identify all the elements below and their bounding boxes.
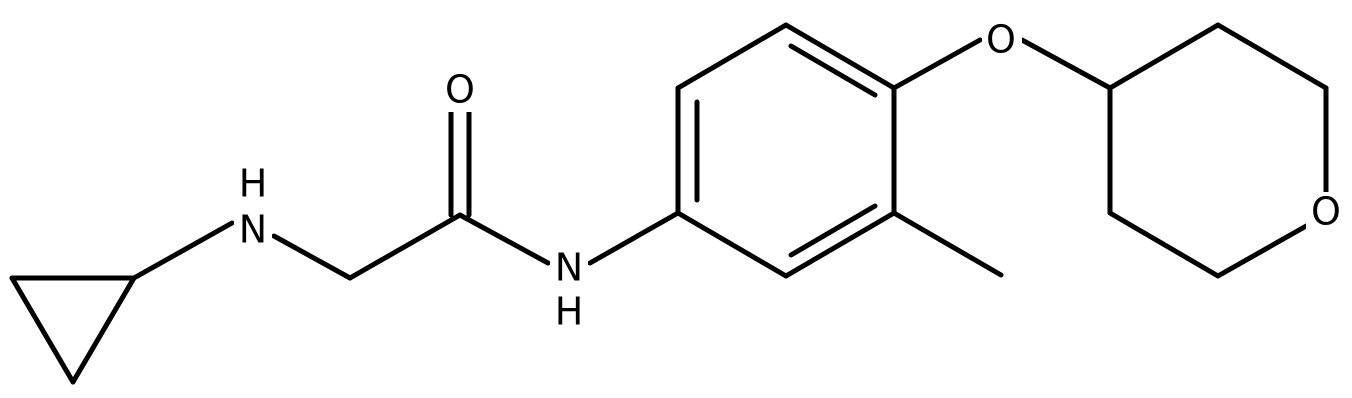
bond-cyclopropyl-nh <box>131 220 235 281</box>
bond-ether-o-thp <box>1019 37 1113 91</box>
label-bg-amide <box>550 250 588 334</box>
bond-amide-n-aryl <box>587 210 681 266</box>
bond-cyclopropyl-2 <box>70 275 137 385</box>
label-bg-carbonyl-o <box>440 70 480 112</box>
bond-lines <box>9 22 1329 385</box>
label-bg-ring-o <box>1306 192 1346 234</box>
bond-benzene-inner-2 <box>788 43 878 98</box>
nh-h-label: H <box>239 162 268 206</box>
ring-o-label: O <box>1311 190 1341 234</box>
bond-ch2-carbonyl <box>347 212 463 281</box>
atom-labels: H N O N H O O <box>234 18 1346 334</box>
nh-n-label: N <box>239 208 267 252</box>
bond-thp-4 <box>1215 222 1311 279</box>
label-bg-nh <box>234 164 272 252</box>
bond-benzene-6 <box>675 210 789 279</box>
carbonyl-o-label: O <box>445 68 475 112</box>
bond-nh-ch2 <box>271 233 353 281</box>
amide-h-label: H <box>555 290 584 334</box>
bond-benzene-3 <box>783 22 897 91</box>
bond-thp-5 <box>1107 210 1221 279</box>
bond-methyl <box>891 210 1004 278</box>
amide-n-label: N <box>555 246 583 290</box>
bond-aryl-ether-o <box>891 37 983 91</box>
bond-benzene-2 <box>675 22 789 91</box>
label-bg-ether-o <box>982 20 1022 62</box>
bond-carbonyl-amide-n <box>457 212 551 266</box>
ether-o-label: O <box>986 18 1016 62</box>
bond-thp-1 <box>1107 22 1221 91</box>
bond-benzene-5 <box>783 210 897 279</box>
bond-cyclopropyl-3 <box>9 275 76 385</box>
bond-thp-2 <box>1215 22 1329 91</box>
bond-benzene-inner-3 <box>788 203 878 258</box>
